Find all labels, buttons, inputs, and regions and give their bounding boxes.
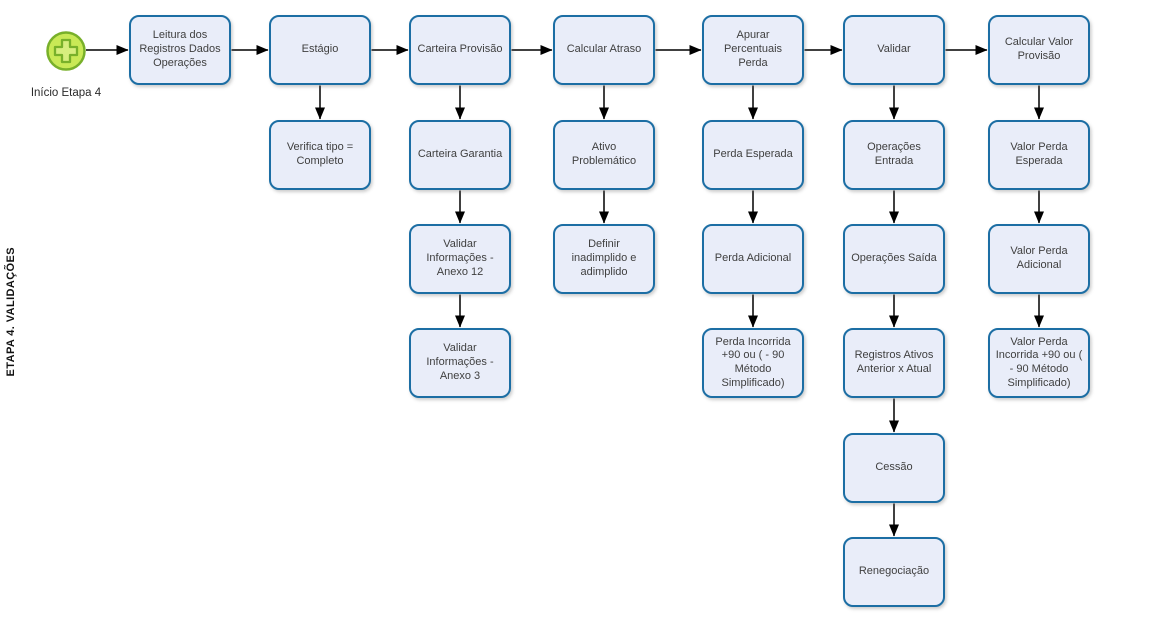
flow-node-label: Apurar Percentuais Perda: [723, 29, 783, 69]
flow-node-estagio[interactable]: Estágio: [269, 15, 371, 85]
flow-node-perda-esperada[interactable]: Perda Esperada: [702, 120, 804, 190]
flow-node-label: Renegociação: [858, 565, 930, 578]
flow-node-label: Verifica tipo = Completo: [286, 141, 354, 167]
flow-node-label: Validar: [877, 43, 911, 56]
flow-node-label: Valor Perda Adicional: [1010, 245, 1068, 271]
flow-node-calcular-valor-provisao[interactable]: Calcular Valor Provisão: [988, 15, 1090, 85]
flow-node-calcular-atraso[interactable]: Calcular Atraso: [553, 15, 655, 85]
flow-node-leitura[interactable]: Leitura dos Registros Dados Operações: [129, 15, 231, 85]
flow-node-label: Ativo Problemático: [571, 141, 637, 167]
flow-node-renegociacao[interactable]: Renegociação: [843, 537, 945, 607]
flow-node-valor-perda-esperada[interactable]: Valor Perda Esperada: [988, 120, 1090, 190]
flow-node-carteira-garantia[interactable]: Carteira Garantia: [409, 120, 511, 190]
flow-node-validar[interactable]: Validar: [843, 15, 945, 85]
flow-node-validar-info-anexo3[interactable]: Validar Informações - Anexo 3: [409, 328, 511, 398]
flow-node-carteira-provisao[interactable]: Carteira Provisão: [409, 15, 511, 85]
flow-node-label: Carteira Provisão: [417, 43, 503, 56]
flow-node-valor-perda-adicional[interactable]: Valor Perda Adicional: [988, 224, 1090, 294]
flow-node-label: Validar Informações - Anexo 12: [426, 238, 494, 278]
plus-circle-ring: [46, 31, 86, 71]
flow-node-label: Registros Ativos Anterior x Atual: [854, 349, 934, 375]
flow-node-label: Perda Esperada: [713, 148, 793, 161]
flow-node-label: Carteira Garantia: [417, 148, 503, 161]
flow-node-apurar-percentuais[interactable]: Apurar Percentuais Perda: [702, 15, 804, 85]
flow-node-label: Calcular Atraso: [566, 43, 642, 56]
start-event-node[interactable]: [45, 30, 87, 72]
flow-node-ativo-problematico[interactable]: Ativo Problemático: [553, 120, 655, 190]
flow-node-operacoes-saida[interactable]: Operações Saída: [843, 224, 945, 294]
flow-node-validar-info-anexo12[interactable]: Validar Informações - Anexo 12: [409, 224, 511, 294]
flow-node-valor-perda-incorrida[interactable]: Valor Perda Incorrida +90 ou ( - 90 Méto…: [988, 328, 1090, 398]
plus-icon: [53, 38, 79, 64]
flow-node-operacoes-entrada[interactable]: Operações Entrada: [843, 120, 945, 190]
flow-node-label: Valor Perda Incorrida +90 ou ( - 90 Méto…: [995, 335, 1083, 389]
flow-node-label: Operações Saída: [851, 252, 937, 265]
start-event-label: Início Etapa 4: [30, 87, 102, 99]
flow-node-perda-incorrida[interactable]: Perda Incorrida +90 ou ( - 90 Método Sim…: [702, 328, 804, 398]
flow-node-registros-ativos[interactable]: Registros Ativos Anterior x Atual: [843, 328, 945, 398]
flow-node-label: Estágio: [301, 43, 339, 56]
stage-title: ETAPA 4. VALIDAÇÕES: [5, 247, 17, 377]
flow-node-label: Cessão: [875, 461, 913, 474]
flow-node-label: Valor Perda Esperada: [1010, 141, 1068, 167]
flow-node-label: Perda Incorrida +90 ou ( - 90 Método Sim…: [715, 335, 791, 389]
flow-arrows: [86, 45, 1044, 537]
flow-node-label: Calcular Valor Provisão: [1004, 36, 1074, 62]
flow-node-label: Leitura dos Registros Dados Operações: [139, 29, 221, 69]
flow-node-label: Definir inadimplido e adimplido: [571, 238, 637, 278]
flow-node-perda-adicional[interactable]: Perda Adicional: [702, 224, 804, 294]
flow-node-label: Validar Informações - Anexo 3: [426, 342, 494, 382]
flow-node-definir-inadimplido[interactable]: Definir inadimplido e adimplido: [553, 224, 655, 294]
flow-node-cessao[interactable]: Cessão: [843, 433, 945, 503]
flow-node-verifica-tipo[interactable]: Verifica tipo = Completo: [269, 120, 371, 190]
flow-node-label: Operações Entrada: [867, 141, 921, 167]
flow-node-label: Perda Adicional: [714, 252, 792, 265]
